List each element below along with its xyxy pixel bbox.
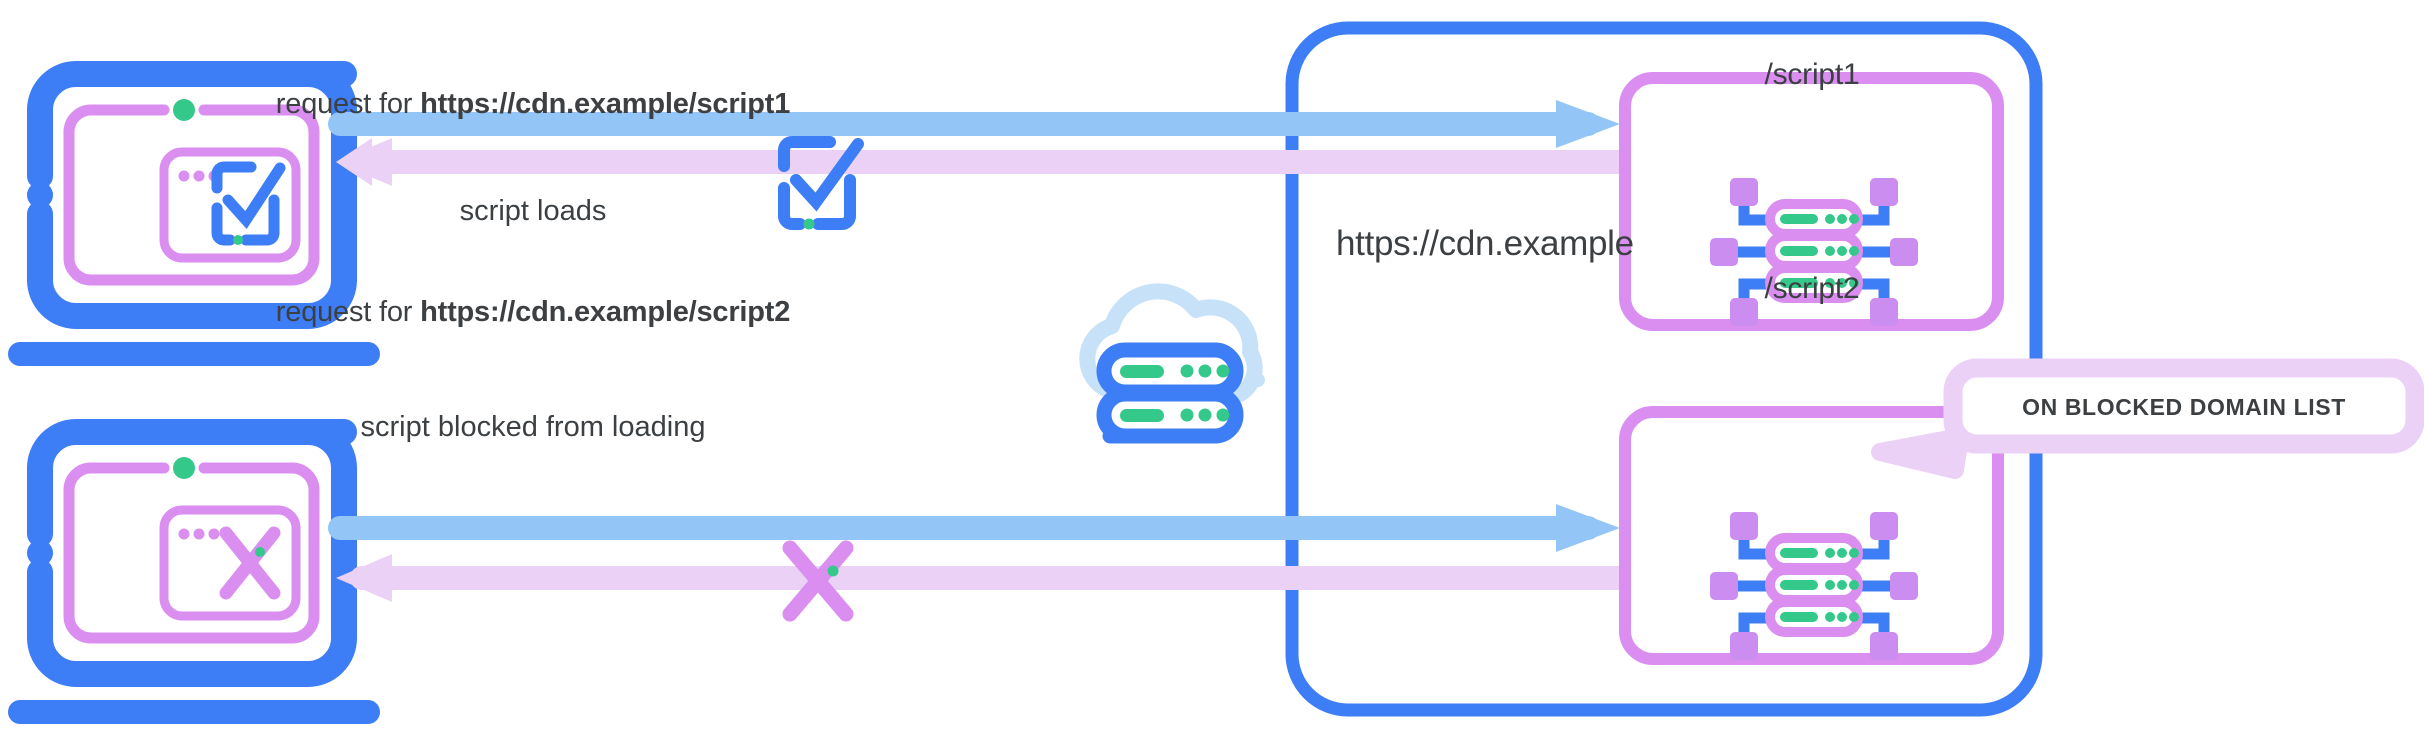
request-url-text: https://cdn.example/script2 [420,296,791,328]
script2-resource-box[interactable] [1619,406,2004,660]
laptop-cross-icon [8,432,380,724]
flow-script2-request-arrow [328,504,1620,552]
blocked-domain-callout-text: ON BLOCKED DOMAIN LIST [2022,394,2346,420]
script1-resource-label: /script1 [1764,58,1860,91]
flow-script1-request-label: request for https://cdn.example/script1 [275,88,791,121]
cdn-domain-label: https://cdn.example [1336,224,1634,263]
flow-script1-request-arrow [328,100,1620,148]
cloud-server-icon [1079,283,1265,444]
request-prefix-text: request for [275,296,421,328]
flow-script2-status-label: script blocked from loading [360,411,706,443]
request-prefix-text: request for [275,88,421,120]
cross-x-icon [782,540,854,622]
flow-script2-response-arrow [336,554,1632,602]
flow-script1-response-arrow [336,138,1632,186]
flow-script2-request-label: request for https://cdn.example/script2 [275,296,791,329]
blocked-domain-callout [1871,358,2424,479]
laptop-check-icon [8,74,380,366]
checkbox-check-icon [778,136,864,230]
flow-script1-status-label: script loads [459,195,607,227]
script1-resource-box[interactable] [1619,72,2004,326]
script2-resource-label: /script2 [1764,272,1860,305]
request-url-text: https://cdn.example/script1 [420,88,791,120]
